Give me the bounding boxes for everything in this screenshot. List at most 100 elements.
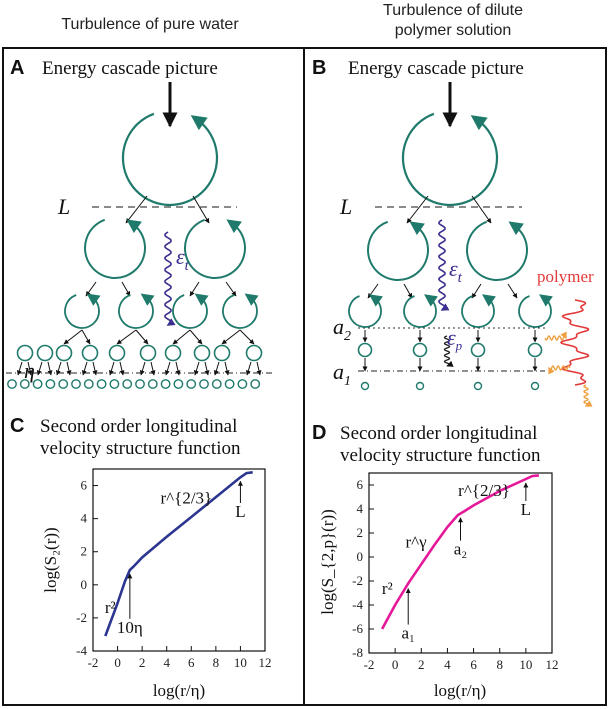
eddy	[160, 379, 171, 389]
eddy	[237, 379, 248, 389]
eddy	[108, 344, 126, 362]
eddy	[81, 344, 99, 362]
chartC-ytick-label: 6	[81, 478, 88, 493]
chartC-ytick-label: -4	[76, 643, 87, 658]
cascade-arrow	[172, 329, 191, 345]
chartD-annotation: a₂	[454, 540, 467, 559]
chartD-xtick-label: 8	[496, 657, 503, 672]
cascade-arrow	[55, 361, 62, 376]
eddy	[473, 381, 483, 391]
eddy	[147, 379, 158, 389]
chart-d-xlabel: log(r/η)	[434, 681, 486, 700]
chartC-annotation: r^{2/3}	[161, 489, 213, 508]
cascade-arrow	[367, 283, 379, 299]
panel-b-cascade: L a2 a1 εt εp polymer	[333, 82, 594, 407]
chart-d-plot-area	[368, 472, 553, 654]
chartC-ytick-label: 4	[81, 511, 88, 526]
chartC-xtick-label: 2	[139, 655, 146, 670]
chart-c-curve	[104, 471, 253, 637]
chartC-xtick-label: -2	[88, 655, 99, 670]
eddy	[19, 379, 30, 389]
eddy	[360, 381, 370, 391]
chartD-ytick-label: 6	[357, 477, 364, 492]
chartC-xtick-label: 12	[259, 655, 272, 670]
cascade-arrow	[27, 361, 33, 376]
polymer-chain	[559, 299, 590, 386]
cascade-arrow	[239, 329, 255, 345]
panel-b-heading: Energy cascade picture	[348, 58, 524, 79]
eddy	[7, 379, 17, 389]
cascade-arrow	[36, 361, 43, 376]
eddy	[121, 112, 219, 207]
energy-wave-arrow-a1	[548, 365, 571, 375]
chartD-ytick-label: -4	[352, 597, 363, 612]
cascade-arrow	[193, 361, 200, 376]
chartD-annotation: r^{2/3}	[458, 481, 510, 500]
turbulent-flux-arrow	[438, 219, 450, 311]
cascade-arrow	[81, 361, 88, 376]
chartC-annotation: r²	[105, 598, 116, 617]
polymer-flux-arrow	[443, 335, 454, 367]
chartD-xtick-label: 6	[470, 657, 477, 672]
cascade-arrow	[85, 281, 97, 297]
eddy	[139, 344, 157, 362]
eddy	[193, 344, 211, 362]
cascade-arrow	[164, 361, 171, 376]
chartD-xtick-label: 0	[392, 657, 399, 672]
eddy	[172, 293, 209, 329]
cascade-arrow	[403, 283, 413, 299]
scale-a2-label: a2	[333, 314, 351, 344]
cascade-arrow	[125, 195, 148, 224]
panel-d-letter: D	[312, 422, 326, 444]
cascade-arrow	[121, 281, 131, 297]
eddy	[461, 294, 496, 328]
chartD-annotation: r²	[382, 579, 393, 598]
eddy	[164, 344, 182, 362]
cascade-arrow	[224, 361, 230, 376]
cascade-arrow	[204, 361, 210, 376]
cascade-arrow	[471, 283, 482, 299]
chart-c-ylabel: log(S₂(r))	[41, 527, 60, 592]
eddy	[465, 220, 528, 281]
chartD-ytick-label: 4	[357, 501, 364, 516]
chart-d-curve	[380, 474, 540, 630]
panel-c-heading-line1: Second order longitudinal	[40, 416, 237, 437]
eddy	[135, 379, 145, 389]
cascade-arrow	[116, 329, 137, 345]
eddy	[122, 379, 133, 389]
cascade-arrow	[213, 361, 220, 376]
cascade-arrow	[139, 361, 146, 376]
eddy	[250, 379, 261, 389]
chartC-ytick-label: 2	[81, 544, 88, 559]
eddy	[109, 379, 120, 389]
right-column-title-line1: Turbulence of dilute	[383, 2, 523, 19]
cascade-arrow	[81, 329, 91, 345]
cascade-arrow	[63, 329, 83, 345]
eddy	[199, 379, 209, 389]
scale-L-label: L	[57, 194, 70, 219]
polymer-label: polymer	[537, 267, 594, 286]
left-column-title: Turbulence of pure water	[61, 16, 239, 33]
eddy	[403, 294, 438, 328]
eddy	[401, 112, 499, 207]
chartC-ytick-label: -2	[76, 610, 87, 625]
eddy	[71, 379, 81, 389]
eddy	[36, 344, 54, 362]
energy-wave-arrow-down	[583, 384, 593, 407]
cascade-arrow	[92, 361, 98, 376]
eddy	[470, 342, 486, 358]
chartC-xtick-label: 8	[213, 655, 220, 670]
cascade-arrow	[189, 281, 200, 297]
panel-c-letter: C	[10, 415, 24, 437]
cascade-arrow	[119, 361, 125, 376]
eddy	[518, 294, 553, 328]
polymer-flux-label: εp	[447, 325, 463, 353]
energy-wave-arrow-a2	[544, 331, 567, 341]
chartC-xtick-label: 4	[163, 655, 170, 670]
chartD-xtick-label: 10	[519, 657, 532, 672]
